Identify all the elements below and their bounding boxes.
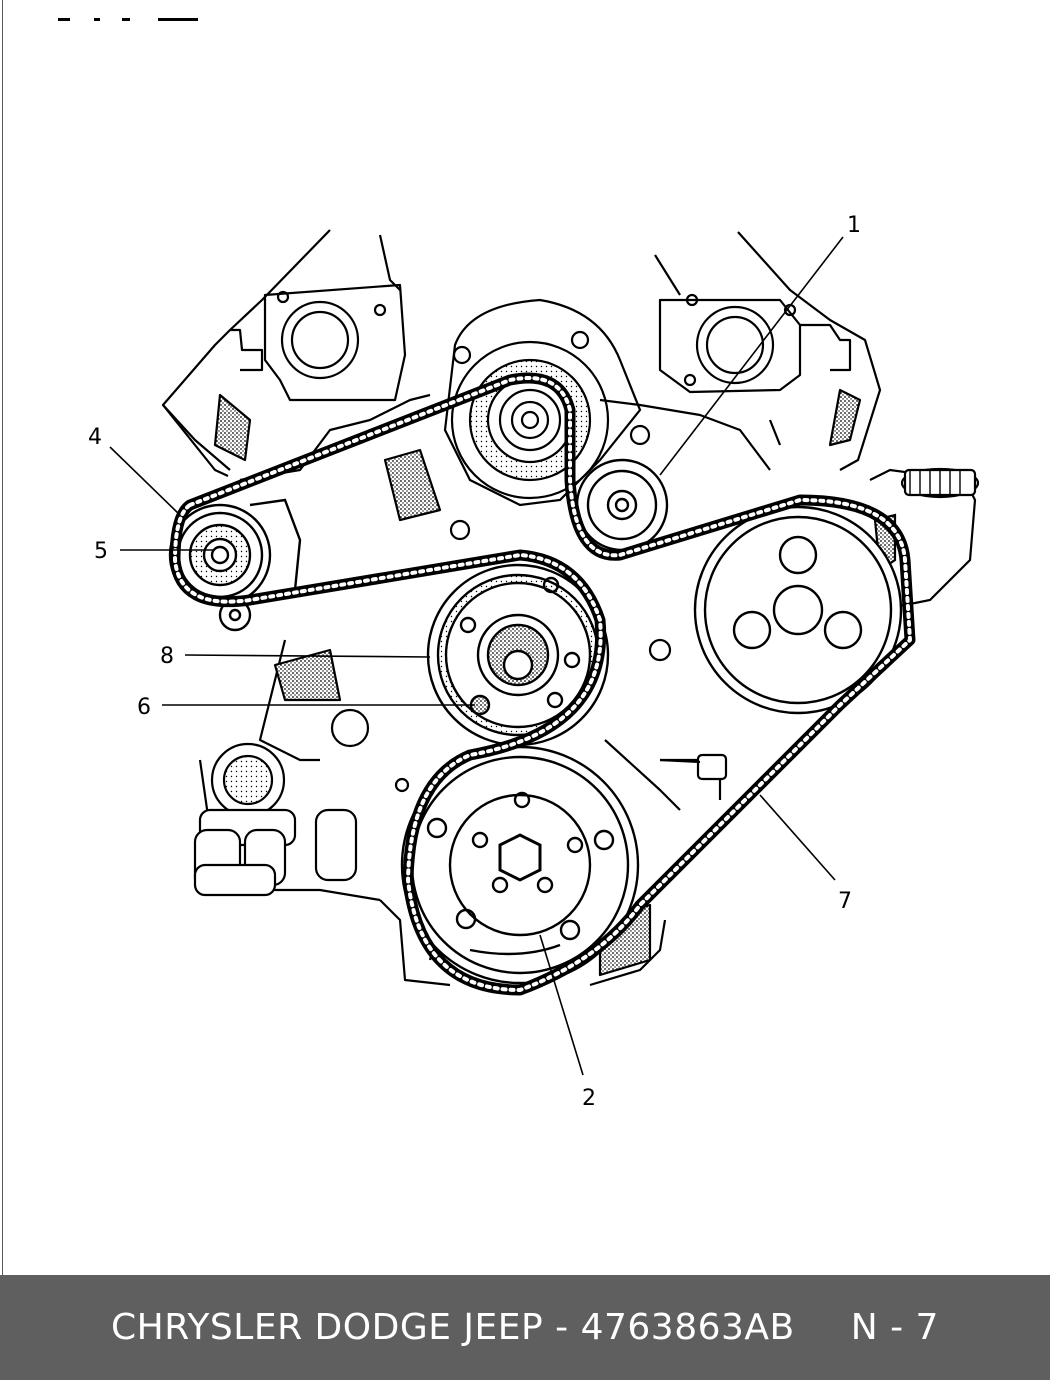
page-number: N - 7 <box>850 1307 939 1348</box>
leader-lines <box>109 236 844 1076</box>
idler-pulley <box>575 458 669 552</box>
page-edge-line <box>2 0 3 1275</box>
callout-5: 5 <box>94 539 108 564</box>
callouts: 1 2 4 5 6 7 8 <box>88 213 861 1111</box>
lower-left-fittings <box>193 708 410 897</box>
crankshaft-damper <box>400 745 640 985</box>
part-number-caption: CHRYSLER DODGE JEEP - 4763863AB <box>111 1307 795 1348</box>
power-steering-pulley <box>693 505 903 715</box>
footer-bar: CHRYSLER DODGE JEEP - 4763863AB N - 7 <box>0 1275 1050 1380</box>
engine-belt-diagram: 1 2 4 5 6 7 8 <box>88 213 980 1111</box>
sensor <box>648 638 728 781</box>
alternator-pulley <box>486 376 574 464</box>
callout-1: 1 <box>847 213 861 238</box>
serpentine-belt <box>169 372 916 996</box>
callout-2: 2 <box>582 1086 596 1111</box>
top-edge-marks <box>58 18 198 21</box>
callout-6: 6 <box>137 695 151 720</box>
callout-7: 7 <box>838 889 852 914</box>
callout-8: 8 <box>160 644 174 669</box>
callout-4: 4 <box>88 425 102 450</box>
belt-tensioner <box>168 498 302 632</box>
